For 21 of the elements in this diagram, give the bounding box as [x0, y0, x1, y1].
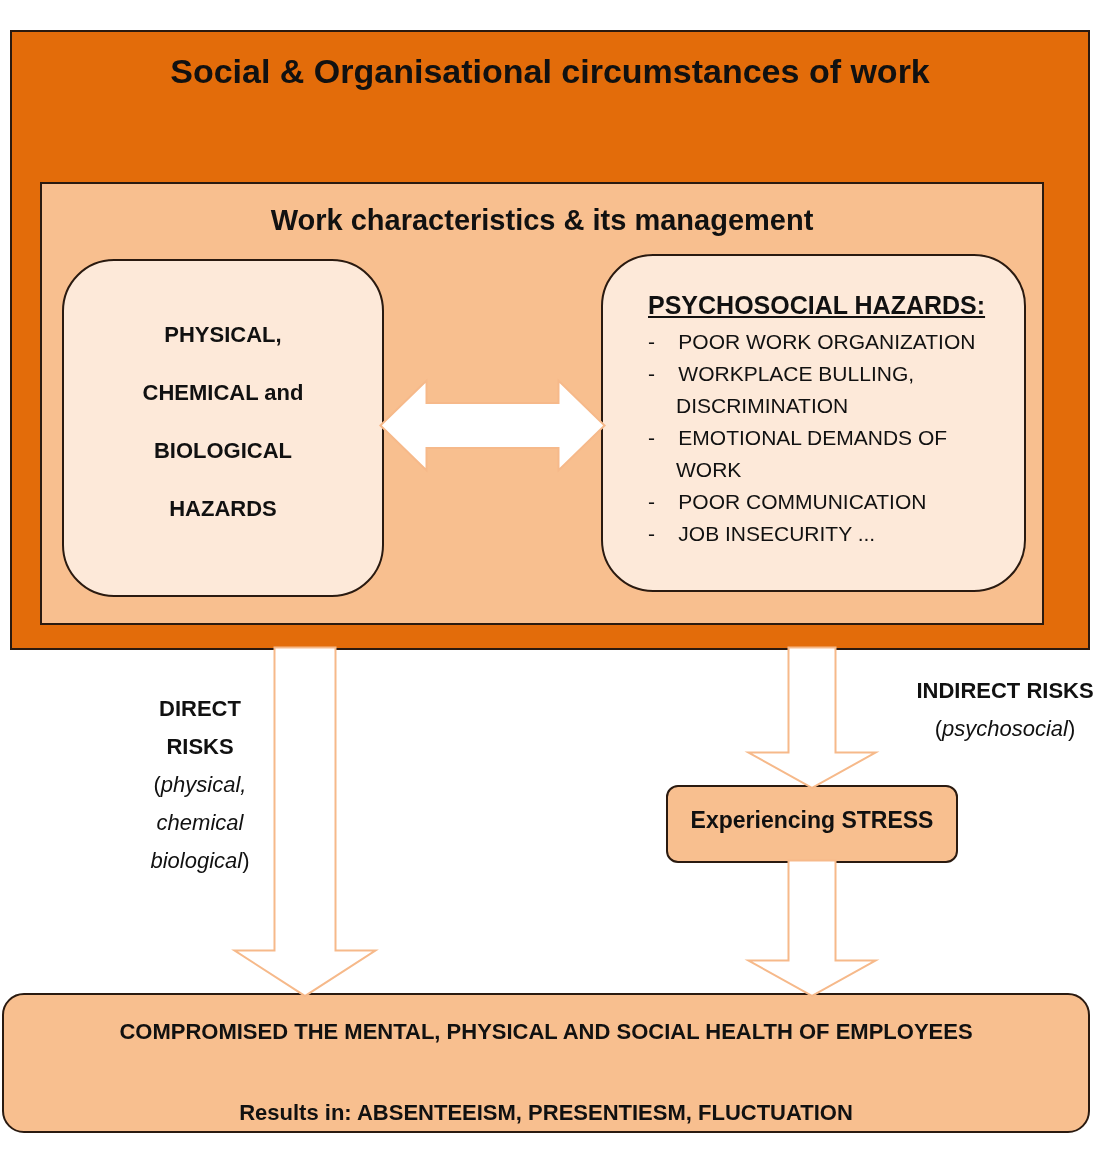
- hazard-box: [62, 259, 384, 597]
- list-item: - POOR COMMUNICATION: [648, 489, 928, 515]
- block-arrow: [379, 378, 606, 473]
- panel-title: Work characteristics & its management: [269, 203, 815, 238]
- node-text: Results in: ABSENTEEISM, PRESENTIESM, FLUCTUATION: [238, 1099, 854, 1127]
- inner-panel: [40, 182, 1044, 625]
- list-item: - POOR WORK ORGANIZATION: [648, 329, 977, 355]
- outcome-box: [2, 993, 1090, 1133]
- node-heading: PSYCHOSOCIAL HAZARDS:: [648, 290, 987, 321]
- panel-title: Social & Organisational circumstances of work: [169, 51, 931, 92]
- node-heading: Experiencing STRESS: [689, 806, 935, 835]
- node-heading: COMPROMISED THE MENTAL, PHYSICAL AND SOCIAL HEALTH OF EMPLOYEES: [118, 1018, 974, 1046]
- process-box: [666, 785, 958, 863]
- block-arrow: [744, 859, 880, 997]
- list-item: - WORKPLACE BULLING, DISCRIMINATION: [648, 361, 916, 419]
- node-heading: PHYSICAL, CHEMICAL and BIOLOGICAL HAZARDS: [141, 321, 305, 523]
- list-item: - EMOTIONAL DEMANDS OF WORK: [648, 425, 949, 483]
- list-item: - JOB INSECURITY ...: [648, 521, 877, 547]
- outer-panel: [10, 30, 1090, 650]
- block-arrow: [744, 646, 880, 789]
- hazard-box: [601, 254, 1026, 592]
